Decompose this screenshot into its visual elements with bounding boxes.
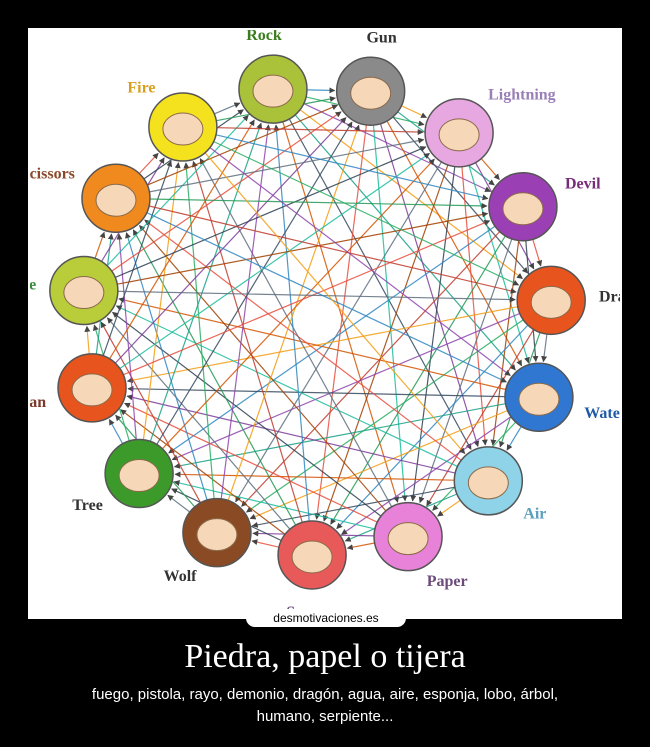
relation-line (150, 199, 487, 206)
node-water: Water (505, 363, 620, 431)
node-label: Human (30, 394, 46, 411)
hand-icon (119, 460, 159, 492)
node-gun: Gun (337, 30, 405, 125)
node-sponge: Sponge (278, 521, 346, 617)
relation-line (200, 159, 392, 507)
node-label: Air (523, 506, 546, 523)
node-paper: Paper (374, 503, 468, 590)
hand-icon (519, 383, 559, 415)
poster-subtitle: fuego, pistola, rayo, demonio, dragón, a… (75, 684, 575, 728)
node-lightning: Lightning (425, 87, 556, 167)
hand-icon (351, 77, 391, 109)
node-label: Lightning (488, 87, 556, 104)
node-label: Tree (72, 497, 103, 514)
hand-icon (439, 119, 479, 151)
relation-line (543, 334, 547, 362)
relation-line (214, 103, 240, 114)
hand-icon (388, 523, 428, 555)
node-label: Snake (30, 277, 36, 294)
node-label: Fire (127, 80, 155, 97)
node-fire: Fire (127, 80, 217, 161)
node-label: Paper (427, 573, 468, 590)
node-dragon: Dragon (517, 266, 620, 334)
node-rock: Rock (239, 30, 307, 123)
rps15-diagram: Rock GunLightningDevilDragonWaterAirPaper… (30, 30, 620, 617)
relation-line (128, 389, 505, 397)
hand-icon (253, 75, 293, 107)
hand-icon (292, 541, 332, 573)
relation-line (95, 232, 104, 258)
relation-line (221, 125, 268, 499)
node-snake: Snake (30, 257, 118, 325)
node-label: Scissors (30, 165, 75, 182)
center-hole (295, 298, 339, 342)
relation-line (401, 106, 426, 118)
node-air: Air (454, 447, 546, 523)
hand-icon (96, 184, 136, 216)
poster-title: Piedra, papel o tijera (0, 632, 650, 682)
node-label: Gun (366, 30, 396, 47)
hand-icon (197, 519, 237, 551)
node-wolf: Wolf (164, 499, 251, 585)
relation-line (210, 148, 510, 376)
relation-line (481, 159, 499, 180)
relation-line (307, 90, 335, 91)
hand-icon (468, 467, 508, 499)
poster-frame: Rock GunLightningDevilDragonWaterAirPaper… (30, 30, 620, 617)
relation-line (145, 220, 462, 460)
relation-line (507, 426, 521, 450)
relation-line (193, 162, 302, 523)
node-tree: Tree (72, 440, 173, 514)
node-devil: Devil (489, 173, 601, 241)
hand-icon (531, 286, 571, 318)
node-label: Devil (565, 176, 601, 193)
relation-line (381, 124, 478, 447)
relation-line (533, 239, 541, 266)
relation-line (175, 474, 454, 480)
relation-line (438, 500, 461, 516)
node-human: Human (30, 354, 126, 422)
node-label: Water (584, 405, 620, 422)
node-label: Rock (246, 30, 282, 44)
node-label: Dragon (599, 288, 620, 305)
hand-icon (163, 113, 203, 145)
relation-line (109, 420, 122, 444)
hand-icon (64, 277, 104, 309)
relation-line (87, 326, 89, 354)
relation-line (252, 541, 279, 547)
site-credit[interactable]: desmotivaciones.es (246, 609, 406, 627)
hand-icon (72, 374, 112, 406)
node-scissors: Scissors (30, 164, 150, 232)
node-label: Wolf (164, 568, 198, 585)
relation-line (347, 543, 374, 548)
hand-icon (503, 193, 543, 225)
